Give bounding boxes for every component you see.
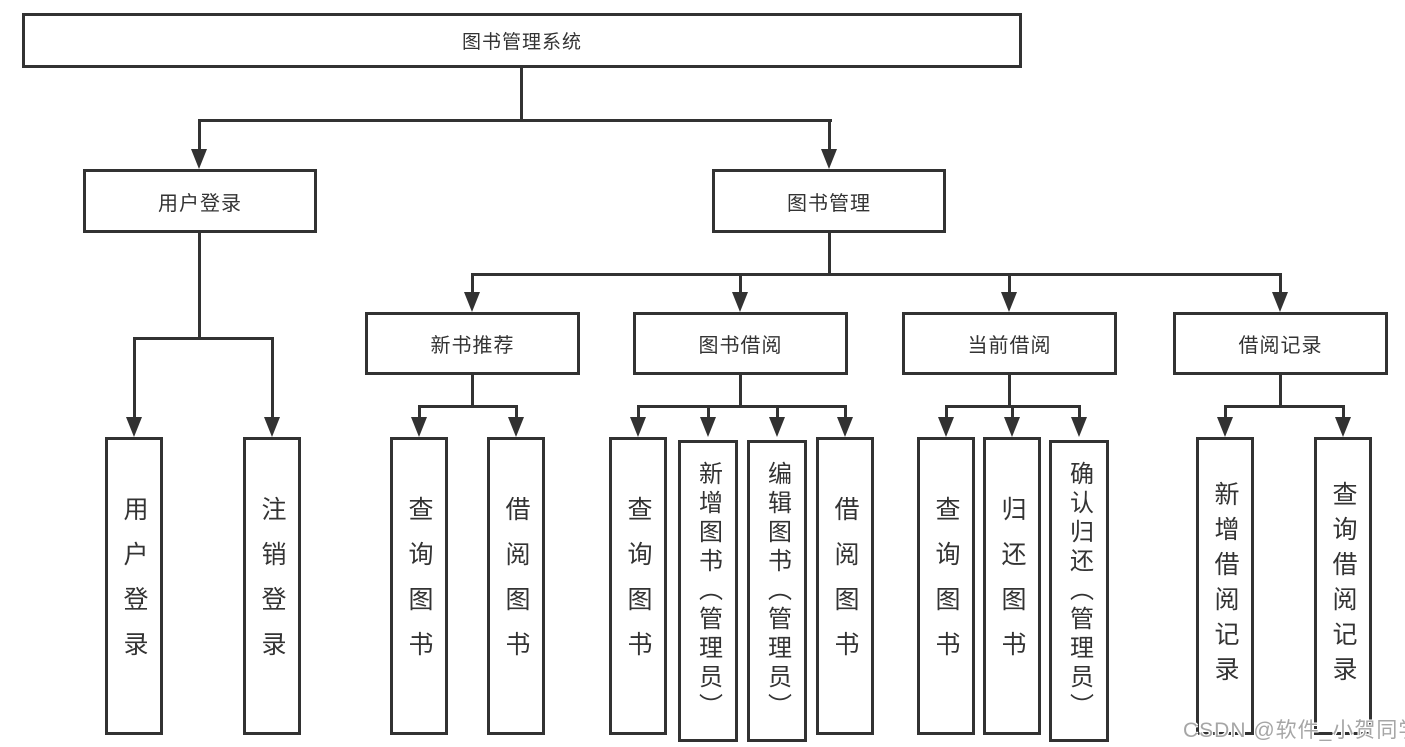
- node-user-login: 用户登录: [83, 169, 317, 233]
- connector-to-book-borrow: [739, 273, 742, 297]
- node-new-book-recommend: 新书推荐: [365, 312, 580, 375]
- leaf-current-query-book: 查询图书: [917, 437, 975, 735]
- node-book-borrow-label: 图书借阅: [698, 335, 783, 357]
- connector-leaf-stub: [707, 405, 710, 421]
- connector-borrow-stem: [739, 375, 742, 408]
- arrow-down-icon: [464, 292, 480, 312]
- leaf-borrow-query-book: 查询图书: [609, 437, 667, 735]
- arrow-down-icon: [508, 417, 524, 437]
- leaf-edit-book-admin: 编辑图书（管理员）: [747, 440, 807, 742]
- connector-leaf-stub: [1078, 405, 1081, 421]
- connector-leaf-stub: [1342, 405, 1345, 421]
- arrow-down-icon: [1335, 417, 1351, 437]
- connector-login-rail: [133, 337, 274, 340]
- node-borrow-record: 借阅记录: [1173, 312, 1388, 375]
- leaf-return-book: 归还图书: [983, 437, 1041, 735]
- connector-leaf-stub: [844, 405, 847, 421]
- connector-leaf-stub: [515, 405, 518, 421]
- leaf-user-login: 用户登录: [105, 437, 163, 735]
- connector-mgmt-stem: [828, 233, 831, 276]
- node-book-management: 图书管理: [712, 169, 946, 233]
- arrow-down-icon: [1004, 417, 1020, 437]
- connector-record-stem: [1279, 375, 1282, 408]
- node-current-borrow-label: 当前借阅: [967, 335, 1052, 357]
- connector-leaf-stub: [1011, 405, 1014, 421]
- arrow-down-icon: [191, 149, 207, 169]
- leaf-add-borrow-record: 新增借阅记录: [1196, 437, 1254, 735]
- connector-leaf-stub: [418, 405, 421, 421]
- arrow-down-icon: [1001, 292, 1017, 312]
- connector-recommend-stem: [471, 375, 474, 408]
- connector-leaf-stub: [776, 405, 779, 421]
- leaf-query-borrow-record: 查询借阅记录: [1314, 437, 1372, 735]
- connector-to-user-login: [198, 119, 201, 153]
- arrow-down-icon: [837, 417, 853, 437]
- node-new-book-recommend-label: 新书推荐: [430, 335, 515, 357]
- arrow-down-icon: [769, 417, 785, 437]
- connector-current-stem: [1008, 375, 1011, 408]
- connector-to-leaf-logout: [271, 337, 274, 421]
- arrow-down-icon: [821, 149, 837, 169]
- connector-borrow-rail: [637, 405, 847, 408]
- connector-leaf-stub: [945, 405, 948, 421]
- connector-level3-rail: [471, 273, 1282, 276]
- connector-to-borrow-record: [1279, 273, 1282, 297]
- connector-recommend-rail: [418, 405, 518, 408]
- node-book-management-label: 图书管理: [787, 192, 871, 215]
- connector-to-current-borrow: [1008, 273, 1011, 297]
- arrow-down-icon: [1217, 417, 1233, 437]
- arrow-down-icon: [126, 417, 142, 437]
- arrow-down-icon: [732, 292, 748, 312]
- arrow-down-icon: [938, 417, 954, 437]
- arrow-down-icon: [630, 417, 646, 437]
- connector-login-stem: [198, 233, 201, 340]
- arrow-down-icon: [700, 417, 716, 437]
- connector-level2-rail: [198, 119, 832, 122]
- connector-to-recommend: [471, 273, 474, 297]
- leaf-logout: 注销登录: [243, 437, 301, 735]
- connector-leaf-stub: [637, 405, 640, 421]
- leaf-confirm-return-admin: 确认归还（管理员）: [1049, 440, 1109, 742]
- arrow-down-icon: [1272, 292, 1288, 312]
- arrow-down-icon: [411, 417, 427, 437]
- connector-root-stem: [520, 68, 523, 122]
- leaf-add-book-admin: 新增图书（管理员）: [678, 440, 738, 742]
- leaf-borrow-book: 借阅图书: [816, 437, 874, 735]
- arrow-down-icon: [1071, 417, 1087, 437]
- node-root: 图书管理系统: [22, 13, 1022, 68]
- leaf-recommend-borrow-book: 借阅图书: [487, 437, 545, 735]
- node-borrow-record-label: 借阅记录: [1238, 335, 1323, 357]
- arrow-down-icon: [264, 417, 280, 437]
- node-root-label: 图书管理系统: [461, 32, 582, 53]
- node-book-borrow: 图书借阅: [633, 312, 848, 375]
- connector-record-rail: [1224, 405, 1344, 408]
- node-current-borrow: 当前借阅: [902, 312, 1117, 375]
- node-user-login-label: 用户登录: [158, 192, 242, 215]
- leaf-recommend-query-book: 查询图书: [390, 437, 448, 735]
- connector-to-book-management: [828, 119, 831, 153]
- connector-to-leaf-user-login: [133, 337, 136, 421]
- watermark: CSDN @软件_小贺同学: [1183, 719, 1405, 742]
- connector-leaf-stub: [1224, 405, 1227, 421]
